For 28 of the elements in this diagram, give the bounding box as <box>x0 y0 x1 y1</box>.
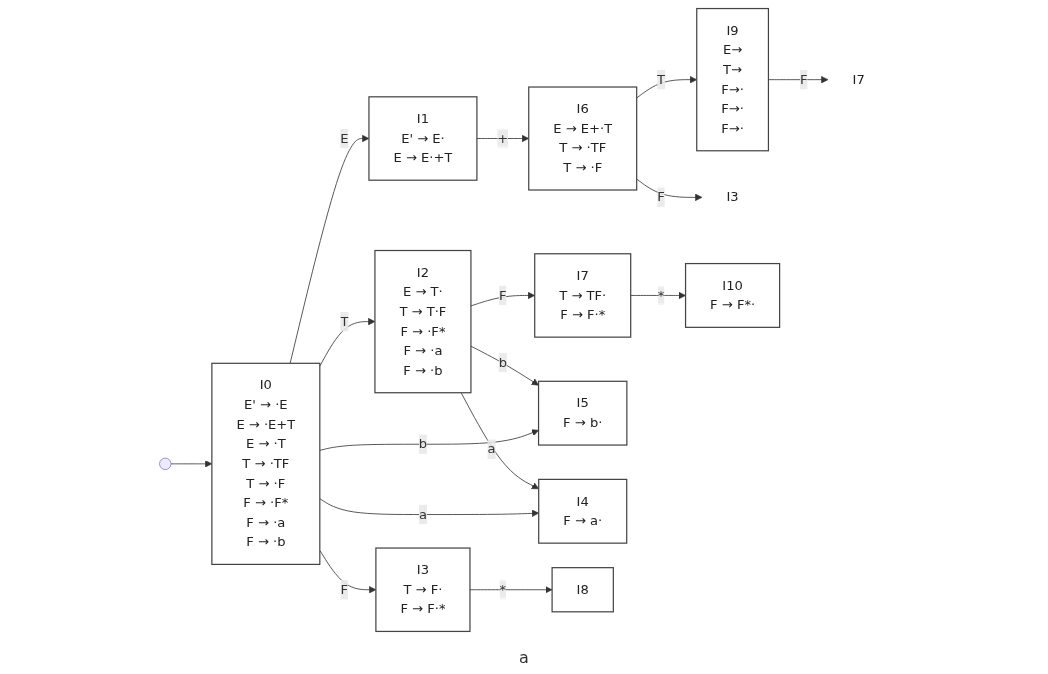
node-box: I9 E→ T→ F→· F→· F→· <box>695 7 769 152</box>
edge-label: T <box>656 71 665 88</box>
node-box: I0 E' → ·E E → ·E+T E → ·T T → ·TF T → ·F F → ·F* F → ·a F → ·b <box>210 362 321 566</box>
note-text: a <box>519 647 529 667</box>
edge-label: E <box>339 130 349 146</box>
edge-label: b <box>498 354 507 370</box>
node-box: I5 F → b· <box>537 380 628 446</box>
node-text: I3 <box>726 189 739 205</box>
node-box: I10 F → F*· <box>684 263 780 328</box>
edge-label: * <box>657 287 664 303</box>
edge-label: a <box>487 441 496 457</box>
edge-label: F <box>799 71 808 88</box>
edge-label: + <box>496 130 508 146</box>
edge-label: b <box>418 436 427 452</box>
edge-label: F <box>340 581 348 598</box>
node-box: I8 <box>551 567 614 613</box>
node-box: I2 E → T· T → T·F F → ·F* F → ·a F → ·b <box>373 249 472 394</box>
edge-label: * <box>499 581 506 598</box>
node-box: I3 T → F· F → F·* <box>374 547 471 633</box>
edge-label: F <box>498 287 507 303</box>
node-text: I7 <box>852 71 865 88</box>
node-box: I1 E' → E· E → E·+T <box>367 96 478 181</box>
node-box: I7 T → TF· F → F·* <box>533 253 631 338</box>
edge-label: a <box>418 506 427 522</box>
node-box: I4 F → a· <box>537 478 627 544</box>
node-box: I6 E → E+·T T → ·TF T → ·F <box>527 86 637 191</box>
edge-label: T <box>339 313 348 329</box>
edge-label: F <box>656 189 665 205</box>
